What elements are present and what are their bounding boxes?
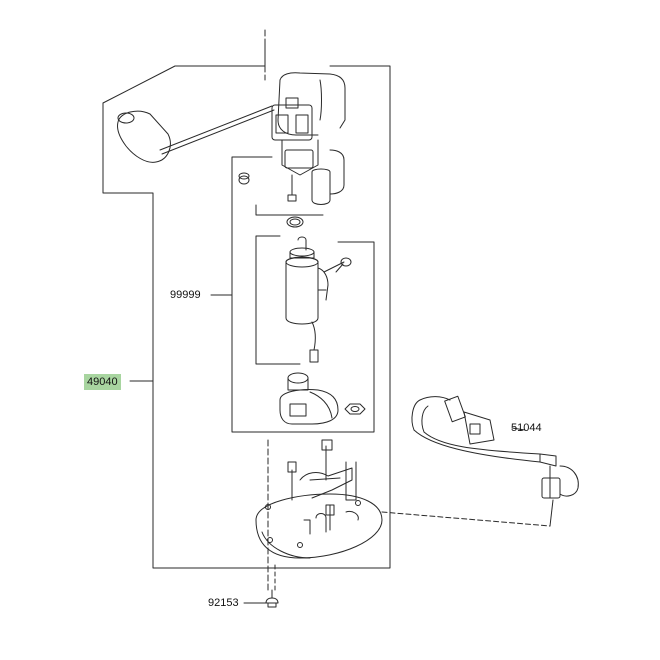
mounting-screw bbox=[335, 257, 352, 273]
o-ring bbox=[286, 216, 304, 228]
mounting-bolt bbox=[265, 589, 279, 608]
pump-mounting-plate bbox=[255, 439, 383, 559]
hex-nut bbox=[344, 403, 366, 415]
fuel-filter bbox=[279, 372, 339, 425]
leader-lines bbox=[243, 29, 554, 604]
part-label-51044: 51044 bbox=[511, 422, 542, 434]
part-label-49040[interactable]: 49040 bbox=[84, 374, 121, 390]
fuel-hose-assembly bbox=[411, 395, 579, 499]
fuel-pump-motor bbox=[285, 236, 345, 363]
part-label-99999: 99999 bbox=[170, 289, 201, 301]
pump-top-housing bbox=[271, 72, 346, 205]
subassembly-bracket-outline bbox=[210, 156, 375, 433]
part-label-92153: 92153 bbox=[208, 597, 239, 609]
grommet-bushing bbox=[238, 172, 250, 185]
fuel-level-float bbox=[117, 105, 275, 163]
assembly-bracket-outline bbox=[102, 44, 391, 569]
